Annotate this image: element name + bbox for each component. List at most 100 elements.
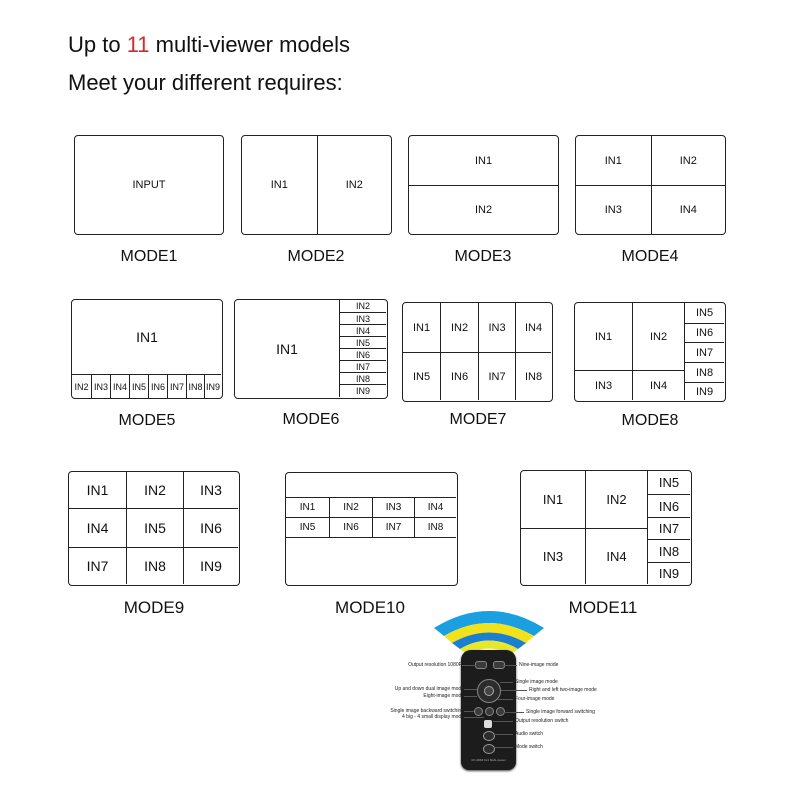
mode11-cell-in1: IN1 xyxy=(542,492,564,507)
mode7-cell-in4: IN4 xyxy=(515,303,551,352)
mode10-grid: IN1 IN2 IN3 IN4 IN5 IN6 IN7 IN8 xyxy=(286,497,456,538)
mode10-caption: MODE10 xyxy=(335,598,405,617)
mode4-caption: MODE4 xyxy=(621,248,679,265)
mode3-caption: MODE3 xyxy=(454,248,512,265)
mode5-cell-in3: IN3 xyxy=(91,374,110,398)
mode9-diagram: IN1 IN2 IN3 IN4 IN5 IN6 IN7 IN8 IN9 xyxy=(68,471,240,586)
dpad-center-button[interactable] xyxy=(484,686,494,696)
mode7-cell-in6: IN6 xyxy=(440,352,478,400)
mode2-cell-in2: IN2 xyxy=(316,136,392,234)
mode6-cell-in5: IN5 xyxy=(339,336,386,348)
mode6-cell-in6: IN6 xyxy=(339,348,386,360)
forward-button[interactable] xyxy=(496,707,505,716)
label-output-resolution-switch: Output resolution switch xyxy=(515,718,569,724)
mode8-cell-in3: IN3 xyxy=(575,370,632,400)
power-button-left[interactable] xyxy=(475,661,487,669)
mode7-cell-in8: IN8 xyxy=(515,352,551,400)
mode10-cell-in6: IN6 xyxy=(329,517,372,537)
mode5-cell-in4: IN4 xyxy=(110,374,129,398)
mode2-cell-in1: IN1 xyxy=(270,179,288,191)
mode8-cell-in4: IN4 xyxy=(632,370,684,400)
mode3-diagram: IN1 IN2 xyxy=(408,135,559,235)
mode10-cell-in5: IN5 xyxy=(286,517,329,537)
mode7-cell-in5: IN5 xyxy=(403,352,440,400)
mode11-diagram: IN1 IN2 IN3 IN4 IN5 IN6 IN7 IN8 IN9 xyxy=(520,470,692,586)
mode3-cell-in2: IN2 xyxy=(409,185,558,234)
mode8-diagram: IN1 IN2 IN3 IN4 IN5 IN6 IN7 IN8 IN9 xyxy=(574,302,726,402)
leader-line xyxy=(503,665,517,666)
mode7-cell-in2: IN2 xyxy=(440,303,478,352)
resolution-button[interactable] xyxy=(484,720,492,728)
mode10-cell-in3: IN3 xyxy=(372,498,414,517)
wave-arc-3 xyxy=(452,632,526,649)
mode11-cell-in7: IN7 xyxy=(647,517,690,539)
leader-line xyxy=(464,711,474,712)
mode8-cell-in1: IN1 xyxy=(594,330,613,343)
mode11-cell-in8: IN8 xyxy=(647,539,690,562)
mode10-cell-in4: IN4 xyxy=(414,498,456,517)
label-eight-image: Eight-image mode xyxy=(423,693,464,699)
mode8-cell-in6: IN6 xyxy=(684,323,724,342)
label-single-image: Single image mode xyxy=(515,679,558,685)
mode7-cell-in3: IN3 xyxy=(478,303,515,352)
label-nine-image: Nine-image mode xyxy=(519,662,559,668)
mode9-cell-in2: IN2 xyxy=(126,472,183,508)
mode5-cell-in5: IN5 xyxy=(129,374,148,398)
remote-control: 4K HDMI 9x1 Multi-viewer xyxy=(461,650,516,770)
mode4-cell-in3: IN3 xyxy=(576,185,651,234)
mode10-diagram: IN1 IN2 IN3 IN4 IN5 IN6 IN7 IN8 xyxy=(285,472,458,586)
mode5-cell-in6: IN6 xyxy=(148,374,167,398)
label-forward-switching: Single image forward switching xyxy=(526,709,595,715)
mode8-cell-in8: IN8 xyxy=(684,362,724,382)
label-audio-switch: Audio switch xyxy=(515,731,544,737)
label-right-left-two: Right and left two-image mode xyxy=(529,687,597,693)
mode4-cell-in1: IN1 xyxy=(604,154,622,167)
mode11-caption: MODE11 xyxy=(568,598,638,617)
label-4big-4small: 4 big - 4 small display mode xyxy=(402,714,464,720)
mode4-diagram: IN1 IN2 IN3 IN4 xyxy=(575,135,726,235)
mode9-cell-in8: IN8 xyxy=(126,547,183,584)
leader-line xyxy=(500,682,513,683)
mode7-cell-in1: IN1 xyxy=(412,321,431,334)
wave-arc-2 xyxy=(444,623,534,643)
leader-line xyxy=(464,717,484,718)
mode6-caption: MODE6 xyxy=(282,411,340,428)
headline-line-2: Meet your different requires: xyxy=(68,70,343,95)
mode4-cell-in2: IN2 xyxy=(650,136,726,185)
mode5-cell-in2: IN2 xyxy=(72,374,91,398)
mode9-cell-in6: IN6 xyxy=(183,508,238,547)
leader-line xyxy=(493,721,513,722)
mode9-cell-in9: IN9 xyxy=(183,547,238,584)
headline-line-1: Up to 11 multi-viewer models xyxy=(68,32,351,57)
mode5-cell-in1: IN1 xyxy=(136,329,158,345)
center-button[interactable] xyxy=(485,707,494,716)
leader-line xyxy=(494,734,513,735)
mode8-cell-in2: IN2 xyxy=(632,303,684,370)
mode9-caption: MODE9 xyxy=(123,598,185,617)
mode11-cell-in3: IN3 xyxy=(521,528,585,584)
mode5-caption: MODE5 xyxy=(118,412,176,429)
mode-button[interactable] xyxy=(483,744,495,754)
mode3-cell-in1: IN1 xyxy=(474,154,493,167)
mode2-caption: MODE2 xyxy=(287,248,345,265)
mode6-cell-in8: IN8 xyxy=(339,372,386,384)
leader-line xyxy=(462,665,476,666)
mode6-cell-in1: IN1 xyxy=(276,341,298,357)
mode5-diagram: IN1 IN2 IN3 IN4 IN5 IN6 IN7 IN8 IN9 xyxy=(71,299,223,399)
leader-line xyxy=(504,712,524,713)
mode11-cell-in9: IN9 xyxy=(647,562,690,584)
mode6-cell-in9: IN9 xyxy=(339,384,386,397)
back-button[interactable] xyxy=(474,707,483,716)
leader-line xyxy=(464,696,477,697)
mode8-cell-in9: IN9 xyxy=(684,382,724,400)
mode9-cell-in1: IN1 xyxy=(86,482,109,498)
label-up-down-dual: Up and down dual image mode xyxy=(394,686,464,692)
mode4-cell-in4: IN4 xyxy=(650,185,725,234)
label-backward-switching: Single image backward switching xyxy=(390,708,464,714)
mode10-cell-in8: IN8 xyxy=(414,517,456,537)
remote-brand-text: 4K HDMI 9x1 Multi-viewer xyxy=(471,758,506,762)
audio-button[interactable] xyxy=(483,731,495,741)
leader-line xyxy=(464,689,477,690)
mode1-caption: MODE1 xyxy=(120,248,178,265)
mode8-cell-in5: IN5 xyxy=(684,303,724,323)
